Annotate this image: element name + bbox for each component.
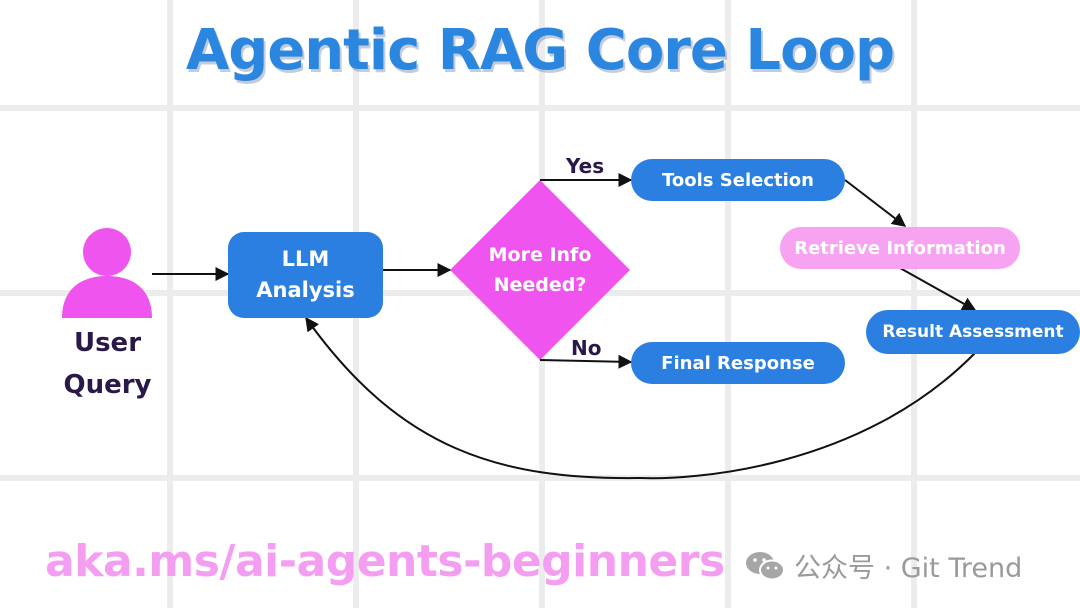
- tools-selection-node: Tools Selection: [631, 159, 845, 201]
- wechat-icon: [746, 551, 785, 580]
- llm-line2: Analysis: [256, 278, 355, 302]
- decision-diamond: [450, 180, 630, 360]
- watermark: 公众号 · Git Trend: [744, 546, 1022, 585]
- arrow-tools-to-retrieve: [844, 179, 907, 227]
- yes-label: Yes: [566, 154, 605, 178]
- user-label-line2: Query: [63, 370, 152, 400]
- decision-line2: Needed?: [493, 274, 587, 296]
- decision-line1: More Info: [488, 244, 592, 266]
- user-label-line1: User: [73, 328, 142, 358]
- llm-line1: LLM: [281, 247, 330, 271]
- llm-analysis-box: LLM Analysis: [228, 232, 383, 318]
- result-assessment-node: Result Assessment: [866, 310, 1080, 354]
- arrow-no: [539, 354, 633, 369]
- course-link[interactable]: aka.ms/ai-agents-beginners: [45, 536, 725, 587]
- no-label: No: [571, 336, 602, 360]
- arrow-feedback-loop: [305, 316, 976, 480]
- person-icon: [62, 228, 152, 318]
- user-query-label: User Query: [40, 322, 175, 406]
- retrieve-information-node: Retrieve Information: [780, 227, 1020, 269]
- page-title: Agentic RAG Core Loop: [185, 18, 895, 83]
- final-response-node: Final Response: [631, 342, 845, 384]
- arrow-retrieve-to-assessment: [899, 267, 977, 311]
- decision-label: More Info Needed?: [455, 240, 625, 300]
- watermark-text: 公众号 · Git Trend: [794, 553, 1023, 584]
